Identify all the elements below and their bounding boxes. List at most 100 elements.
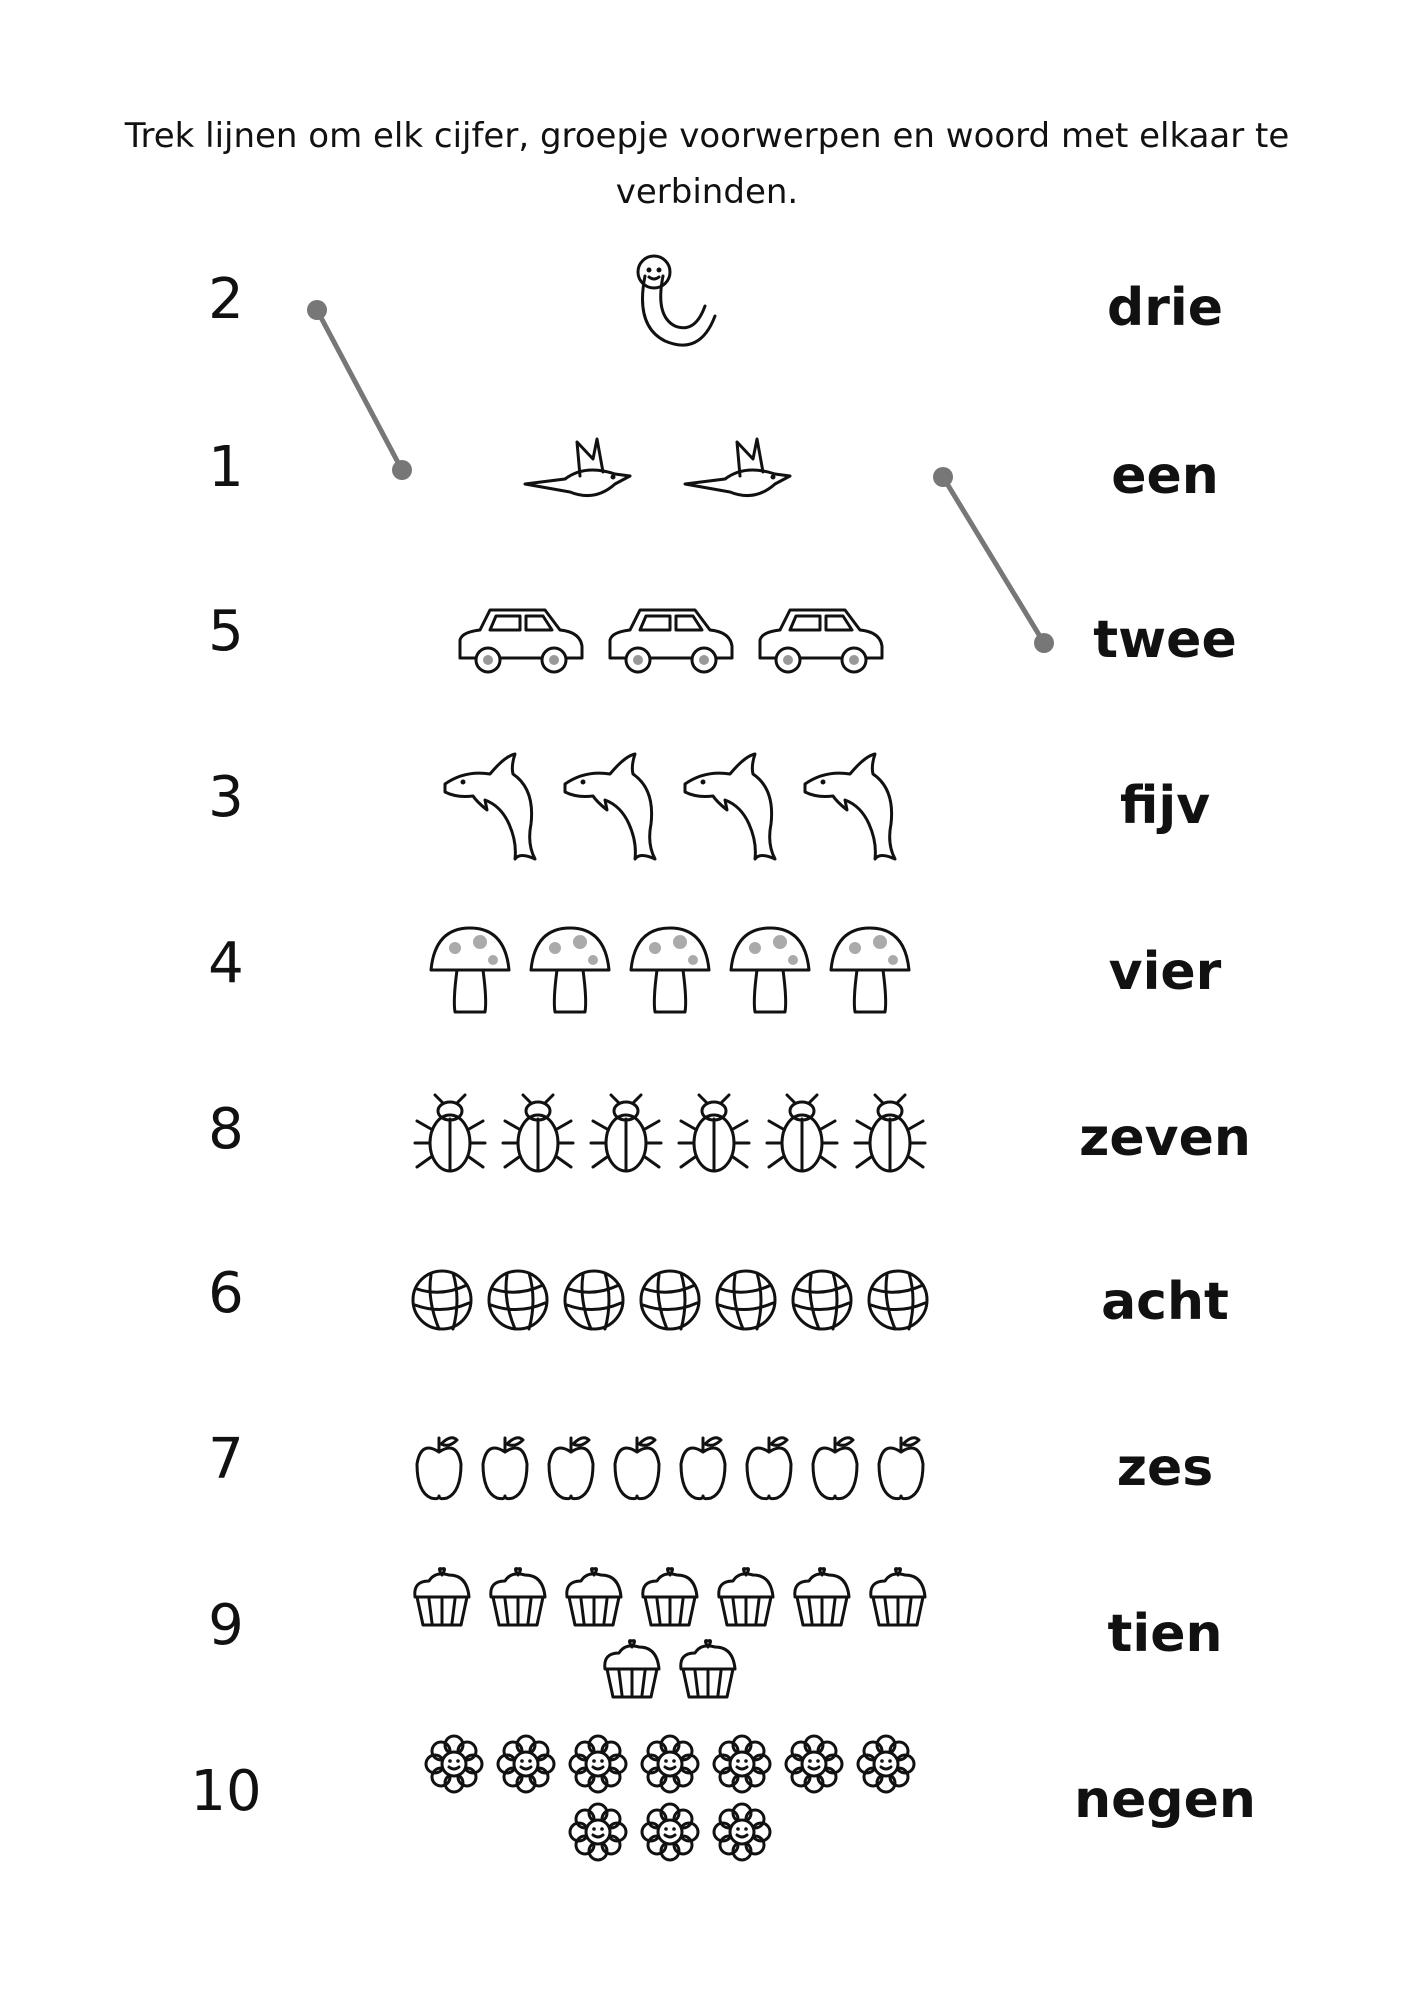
mushroom-icon [625,920,715,1020]
number-label: 5 [208,599,244,664]
beetle-icon [411,1091,489,1181]
car-icon [450,598,590,678]
number-label: 6 [208,1261,244,1326]
number-label: 1 [208,435,244,500]
ball-icon [789,1267,855,1333]
flower-icon [567,1733,629,1795]
flower-icon [639,1733,701,1795]
cupcake-icon [713,1563,779,1629]
number-label: 10 [190,1759,262,1824]
cupcake-icon [637,1563,703,1629]
beetle-icon [851,1091,929,1181]
flower-icon [567,1801,629,1863]
line-endpoint-dot [392,460,412,480]
number-word: tien [1107,1604,1223,1664]
worm-icon [605,246,735,366]
beetle-icon [675,1091,753,1181]
number-word: drie [1107,278,1223,338]
apple-icon [675,1430,731,1502]
mushroom-icon [825,920,915,1020]
matching-row-3: 5 twee [0,578,1414,698]
bird-icon [675,434,825,514]
object-group [390,246,950,366]
number-label: 2 [208,267,244,332]
object-group [390,1240,950,1360]
apple-icon [477,1430,533,1502]
mushroom-icon [725,920,815,1020]
cupcake-icon [485,1563,551,1629]
number-label: 3 [208,765,244,830]
ball-icon [637,1267,703,1333]
line-endpoint-dot [933,467,953,487]
matching-row-6: 8 zeven [0,1076,1414,1196]
beetle-icon [763,1091,841,1181]
flower-icon [423,1733,485,1795]
matching-row-1: 2 drie [0,246,1414,366]
number-word: zeven [1079,1108,1251,1168]
example-line-1 [307,300,412,480]
bird-icon [515,434,665,514]
number-word: fijv [1119,776,1211,836]
car-icon [750,598,890,678]
cupcake-icon [561,1563,627,1629]
object-group [390,578,950,698]
number-label: 7 [208,1427,244,1492]
object-group [390,1567,950,1699]
flower-icon [855,1733,917,1795]
car-icon [600,598,740,678]
object-group [390,1076,950,1196]
ball-icon [713,1267,779,1333]
number-word: vier [1108,942,1222,1002]
apple-icon [609,1430,665,1502]
instructions: Trek lijnen om elk cijfer, groepje voorw… [124,116,1290,212]
apple-icon [807,1430,863,1502]
matching-row-7: 6 acht [0,1240,1414,1360]
apple-icon [741,1430,797,1502]
number-word: een [1111,446,1219,506]
cupcake-icon [789,1563,855,1629]
matching-row-10: 10 [0,1734,1414,1862]
object-group [390,910,950,1030]
ball-icon [485,1267,551,1333]
matching-row-2: 1 een [0,414,1414,534]
example-line-2 [933,467,1054,653]
apple-icon [873,1430,929,1502]
dolphin-icon [435,744,545,864]
cupcake-icon [409,1563,475,1629]
mushroom-icon [425,920,515,1020]
matching-row-4: 3 fijv [0,744,1414,864]
number-word: negen [1074,1770,1256,1830]
number-label: 9 [208,1593,244,1658]
matching-row-9: 9 tien [0,1567,1414,1699]
number-label: 4 [208,931,244,996]
flower-icon [783,1733,845,1795]
ball-icon [409,1267,475,1333]
number-word: zes [1116,1438,1214,1498]
beetle-icon [499,1091,577,1181]
apple-icon [543,1430,599,1502]
dolphin-icon [795,744,905,864]
flower-icon [639,1801,701,1863]
flower-icon [495,1733,557,1795]
mushroom-icon [525,920,615,1020]
matching-row-8: 7 zes [0,1406,1414,1526]
cupcake-icon [865,1563,931,1629]
number-word: twee [1093,610,1237,670]
flower-icon [711,1801,773,1863]
cupcake-icon [599,1635,665,1701]
object-group [390,1734,950,1862]
dolphin-icon [675,744,785,864]
ball-icon [865,1267,931,1333]
number-word: acht [1101,1272,1229,1332]
dolphin-icon [555,744,665,864]
ball-icon [561,1267,627,1333]
line-endpoint-dot [1034,633,1054,653]
object-group [390,414,950,534]
matching-row-5: 4 vier [0,910,1414,1030]
object-group [390,744,950,864]
flower-icon [711,1733,773,1795]
object-group [390,1406,950,1526]
cupcake-icon [675,1635,741,1701]
